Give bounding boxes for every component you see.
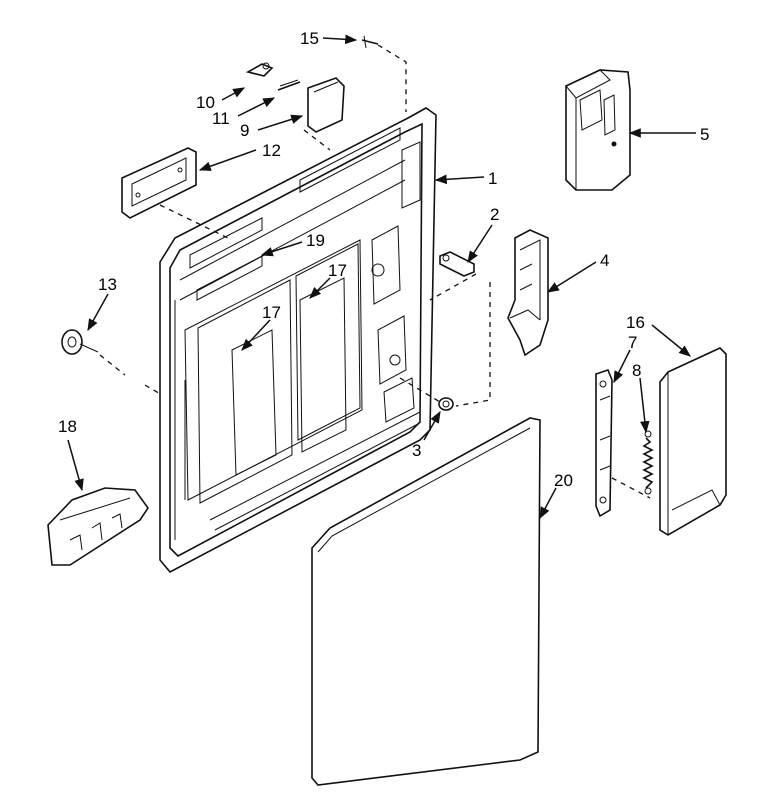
callout-4: 4 — [600, 251, 609, 270]
side-trim — [659, 347, 727, 536]
callout-2: 2 — [490, 205, 499, 224]
hinge-link — [595, 369, 613, 518]
callout-18: 18 — [58, 417, 77, 436]
callout-11: 11 — [212, 109, 230, 128]
end-cap — [47, 487, 149, 566]
inner-door-panel — [159, 107, 437, 574]
latch-cover — [565, 69, 631, 191]
latch-strike — [439, 251, 475, 277]
callout-5: 5 — [700, 125, 709, 144]
bushing — [438, 397, 454, 411]
callout-7: 7 — [628, 333, 637, 352]
callout-10: 10 — [196, 93, 215, 112]
alignment-lines — [99, 44, 651, 499]
callout-20: 20 — [554, 471, 573, 490]
screw — [361, 35, 379, 49]
callout-17-upper: 17 — [328, 261, 347, 280]
leader-arrows — [67, 34, 696, 520]
handle-bracket — [121, 147, 197, 219]
outer-door-panel — [311, 417, 541, 786]
callout-17-lower: 17 — [262, 303, 281, 322]
latch-assembly — [507, 229, 549, 357]
callout-labels: 15 10 11 9 12 19 1 5 2 4 13 17 17 16 7 8… — [58, 29, 709, 490]
callout-15: 15 — [300, 29, 319, 48]
callout-13: 13 — [98, 275, 117, 294]
clip-and-screw — [245, 62, 301, 91]
door-bumper — [61, 329, 99, 355]
callout-19: 19 — [306, 231, 325, 250]
door-spring — [642, 430, 654, 495]
callout-3: 3 — [412, 441, 421, 460]
switch-cover — [307, 77, 345, 133]
callout-8: 8 — [632, 361, 641, 380]
callout-1: 1 — [488, 169, 497, 188]
callout-12: 12 — [262, 141, 281, 160]
callout-9: 9 — [240, 121, 249, 140]
callout-16: 16 — [626, 313, 645, 332]
